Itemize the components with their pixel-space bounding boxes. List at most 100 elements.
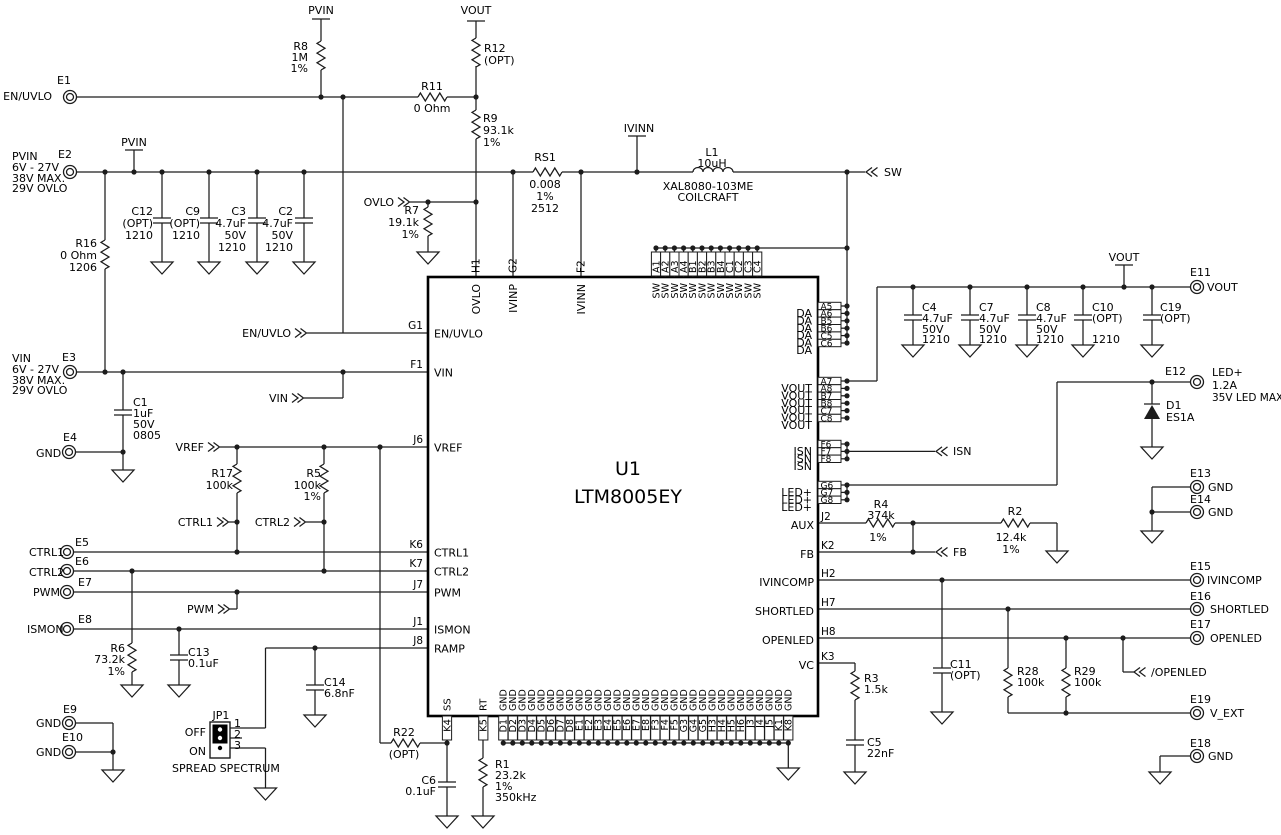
capacitor-c11[interactable] [933, 667, 951, 674]
r28-ref: R28 [1017, 665, 1039, 678]
r4-tol: 1% [869, 531, 886, 544]
capacitor-c12[interactable] [153, 217, 171, 224]
connector-e19[interactable] [1189, 705, 1205, 721]
pin-gnd-d8-num: D8 [565, 719, 576, 732]
pin-c6-num: C6 [821, 339, 833, 349]
pin-gnd-d5-num: D5 [537, 719, 548, 732]
resistor-rs1[interactable] [532, 166, 563, 178]
capacitor-c14[interactable] [306, 684, 324, 691]
gnd-c5 [842, 771, 868, 785]
resistor-r2[interactable] [1000, 517, 1031, 529]
connector-e16[interactable] [1189, 601, 1205, 617]
capacitor-c2[interactable] [295, 217, 313, 224]
resistor-r22[interactable] [390, 737, 421, 749]
pin-gnd-h6-name: GND [736, 689, 747, 711]
jumper-jp1[interactable] [209, 721, 231, 759]
capacitor-c10[interactable] [1074, 314, 1092, 321]
capacitor-c4[interactable] [904, 314, 922, 321]
pin-k5-name: RT [479, 698, 490, 711]
resistor-r5[interactable] [318, 463, 330, 494]
pin-gnd-j4-name: GND [755, 689, 766, 711]
resistor-r11[interactable] [417, 91, 448, 103]
capacitor-c9[interactable] [200, 217, 218, 224]
d1-part: ES1A [1166, 411, 1195, 424]
pvin-flag-top: PVIN [308, 4, 334, 17]
diode-d1[interactable] [1144, 403, 1160, 419]
connector-e17[interactable] [1189, 630, 1205, 646]
e14-ref: E14 [1190, 493, 1211, 506]
connector-e8[interactable] [59, 621, 75, 637]
c1-volt: 50V [133, 418, 155, 431]
c12-value: (OPT) [122, 217, 153, 230]
pin-gnd-f5-num: F5 [670, 719, 681, 731]
connector-e13[interactable] [1189, 479, 1205, 495]
resistor-r8[interactable] [315, 40, 327, 71]
resistor-r9[interactable] [470, 109, 482, 140]
isn-flag-label: ISN [953, 445, 971, 458]
inductor-l1[interactable] [692, 166, 734, 173]
pin-b6-name: DA [796, 329, 812, 342]
r17-ref: R17 [211, 467, 233, 480]
resistor-r29[interactable] [1060, 667, 1072, 698]
gnd-e13 [1139, 530, 1165, 544]
pin-gnd-e6-num: E6 [622, 719, 633, 731]
pin-a6-name: DA [796, 314, 812, 327]
r16-pkg: 1206 [69, 261, 97, 274]
resistor-r7[interactable] [422, 206, 434, 237]
capacitor-c19[interactable] [1143, 314, 1161, 321]
capacitor-c13[interactable] [170, 654, 188, 661]
resistor-r4[interactable] [865, 517, 896, 529]
pin-g6-name: LED+ [781, 486, 812, 499]
connector-e7[interactable] [59, 584, 75, 600]
pin-k6-num: K6 [409, 539, 423, 551]
vin-flag-icon [291, 393, 305, 403]
r9-tol: 1% [483, 136, 500, 149]
resistor-r1[interactable] [477, 757, 489, 788]
connector-e9[interactable] [61, 715, 77, 731]
pin-a8-name: VOUT [781, 389, 812, 402]
c19-ref: C19 [1160, 301, 1182, 314]
connector-e14[interactable] [1189, 504, 1205, 520]
sw-flag-label: SW [884, 166, 902, 179]
resistor-r6[interactable] [126, 642, 138, 673]
connector-e12[interactable] [1189, 374, 1205, 390]
pin-c4-num: C4 [753, 260, 764, 273]
connector-e5[interactable] [59, 544, 75, 560]
connector-e18[interactable] [1189, 748, 1205, 764]
c4-volt: 50V [922, 323, 944, 336]
gnd-c19 [1139, 344, 1165, 358]
pin-j8-num: J8 [412, 635, 423, 647]
pin-a2-num: A2 [661, 260, 672, 273]
resistor-r17[interactable] [231, 463, 243, 494]
pin-g7-num: G7 [821, 489, 834, 499]
connector-e2[interactable] [62, 164, 78, 180]
pwm-flag-label: PWM [187, 603, 214, 616]
pin-j7-name: PWM [434, 587, 461, 600]
resistor-r3[interactable] [849, 670, 861, 701]
connector-e15[interactable] [1189, 572, 1205, 588]
capacitor-c7[interactable] [961, 314, 979, 321]
resistor-r28[interactable] [1002, 667, 1014, 698]
capacitor-c3[interactable] [248, 217, 266, 224]
pin-a3-name: SW [670, 282, 681, 298]
r17-value: 100k [206, 479, 234, 492]
pin-f1-num: F1 [410, 359, 423, 371]
connector-e11[interactable] [1189, 279, 1205, 295]
pin-c7-name: VOUT [781, 412, 812, 425]
connector-e6[interactable] [59, 563, 75, 579]
capacitor-c8[interactable] [1018, 314, 1036, 321]
pin-c2-name: SW [734, 282, 745, 298]
capacitor-c5[interactable] [846, 739, 864, 746]
resistor-r16[interactable] [99, 239, 111, 270]
pin-a2-name: SW [661, 282, 672, 298]
resistor-r12[interactable] [470, 37, 482, 68]
vout-flag-top: VOUT [461, 4, 492, 17]
connector-e10[interactable] [61, 744, 77, 760]
gnd-c12 [149, 261, 175, 275]
connector-e1[interactable] [62, 89, 78, 105]
connector-e4[interactable] [61, 444, 77, 460]
connector-e3[interactable] [62, 364, 78, 380]
capacitor-c6[interactable] [438, 781, 456, 788]
capacitor-c1[interactable] [114, 409, 132, 416]
pin-a1-num: A1 [651, 260, 662, 273]
